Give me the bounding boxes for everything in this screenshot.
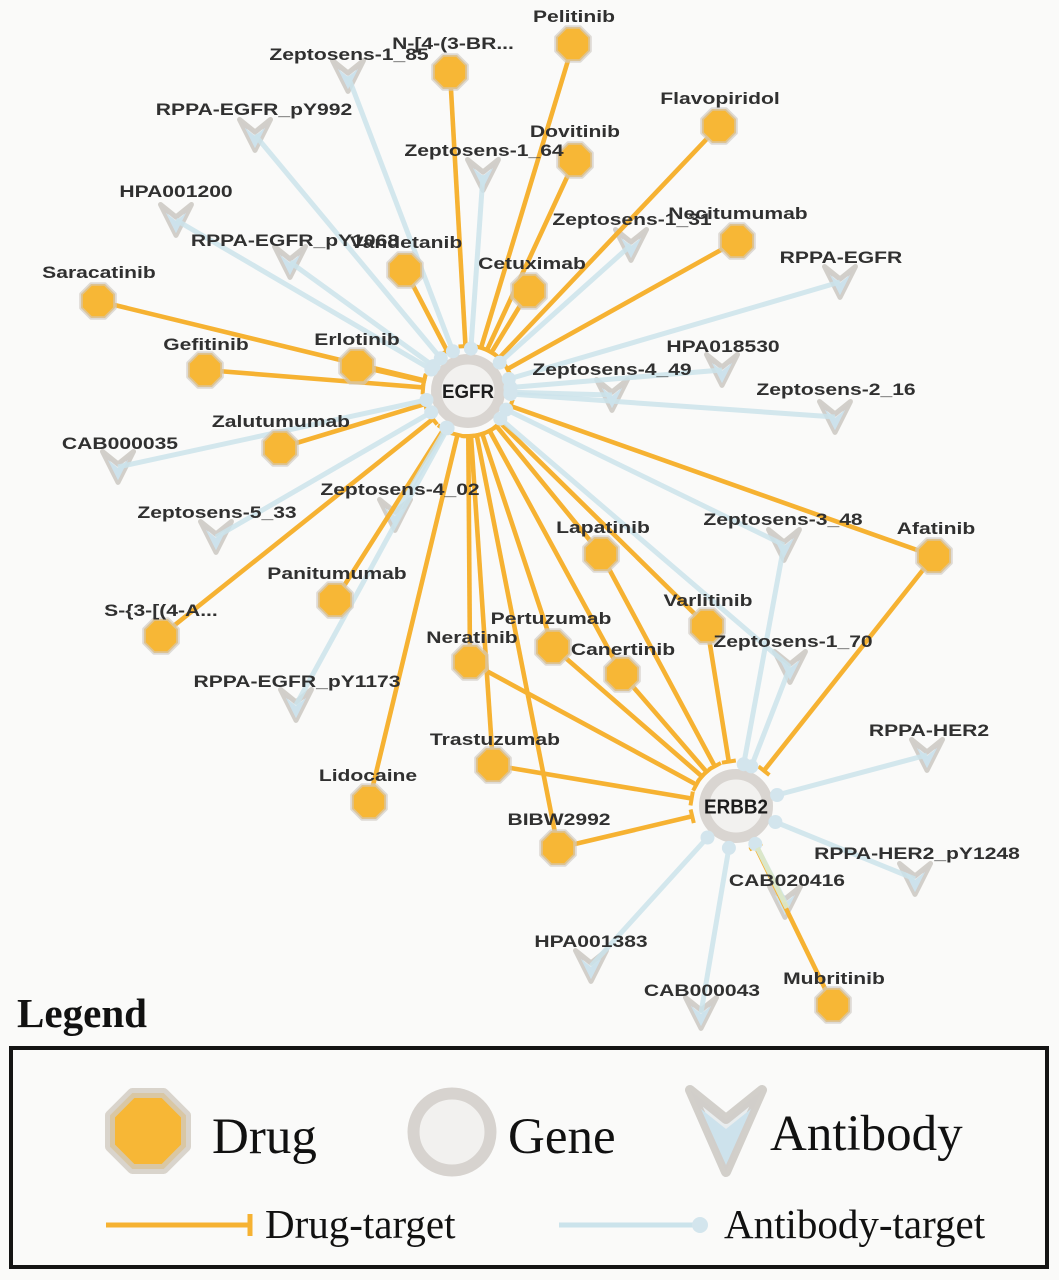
svg-text:RPPA-EGFR_pY1068: RPPA-EGFR_pY1068 [191,231,399,250]
svg-text:BIBW2992: BIBW2992 [508,810,611,829]
svg-text:Zeptosens-1_64: Zeptosens-1_64 [404,141,564,160]
svg-text:Legend: Legend [17,990,147,1036]
svg-text:Necitumumab: Necitumumab [668,204,807,223]
svg-text:Canertinib: Canertinib [571,640,675,659]
svg-text:Pertuzumab: Pertuzumab [491,609,612,628]
svg-text:Drug-target: Drug-target [265,1201,456,1247]
svg-text:RPPA-EGFR_pY1173: RPPA-EGFR_pY1173 [194,672,401,691]
svg-text:HPA018530: HPA018530 [666,337,779,356]
svg-text:CAB000035: CAB000035 [62,434,178,453]
svg-text:Zeptosens-4_49: Zeptosens-4_49 [532,360,691,379]
svg-text:Dovitinib: Dovitinib [530,122,620,141]
svg-text:Lidocaine: Lidocaine [319,766,417,785]
svg-text:S-{3-[(4-A...: S-{3-[(4-A... [104,601,218,620]
svg-text:Antibody-target: Antibody-target [724,1201,986,1247]
svg-text:Zeptosens-4_02: Zeptosens-4_02 [320,480,479,499]
svg-text:Zeptosens-1_70: Zeptosens-1_70 [713,632,872,651]
svg-text:N-[4-(3-BR...: N-[4-(3-BR... [392,34,514,53]
svg-text:RPPA-EGFR_pY992: RPPA-EGFR_pY992 [156,100,352,119]
svg-text:Vandetanib: Vandetanib [350,233,463,252]
svg-text:Trastuzumab: Trastuzumab [430,730,560,749]
svg-text:Zeptosens-1_85: Zeptosens-1_85 [269,45,428,64]
svg-text:Zeptosens-3_48: Zeptosens-3_48 [703,510,862,529]
svg-text:Flavopiridol: Flavopiridol [660,89,779,108]
svg-text:RPPA-HER2: RPPA-HER2 [869,721,989,740]
svg-text:Panitumumab: Panitumumab [267,564,406,583]
svg-text:Cetuximab: Cetuximab [478,254,586,273]
svg-text:Erlotinib: Erlotinib [314,330,399,349]
svg-text:EGFR: EGFR [442,382,494,403]
svg-text:Pelitinib: Pelitinib [533,7,615,26]
svg-text:RPPA-EGFR: RPPA-EGFR [780,248,903,267]
svg-text:Lapatinib: Lapatinib [556,518,650,537]
svg-text:Varlitinib: Varlitinib [664,591,753,610]
svg-text:Neratinib: Neratinib [426,628,517,647]
svg-text:Zeptosens-1_31: Zeptosens-1_31 [552,210,711,229]
svg-text:RPPA-HER2_pY1248: RPPA-HER2_pY1248 [814,844,1020,863]
svg-text:Zeptosens-5_33: Zeptosens-5_33 [137,503,296,522]
svg-text:Zeptosens-2_16: Zeptosens-2_16 [756,380,915,399]
svg-text:Zalutumumab: Zalutumumab [212,412,350,431]
svg-text:Saracatinib: Saracatinib [42,263,156,282]
svg-text:Gene: Gene [508,1109,616,1165]
svg-text:HPA001383: HPA001383 [534,932,647,951]
svg-text:CAB000043: CAB000043 [644,981,760,1000]
svg-text:Drug: Drug [212,1109,317,1165]
svg-text:HPA001200: HPA001200 [119,182,232,201]
svg-text:ERBB2: ERBB2 [704,797,768,819]
svg-text:Gefitinib: Gefitinib [163,335,248,354]
svg-text:Afatinib: Afatinib [897,519,976,538]
svg-text:Antibody: Antibody [770,1106,963,1162]
svg-text:CAB020416: CAB020416 [729,871,845,890]
svg-text:Mubritinib: Mubritinib [783,969,885,988]
